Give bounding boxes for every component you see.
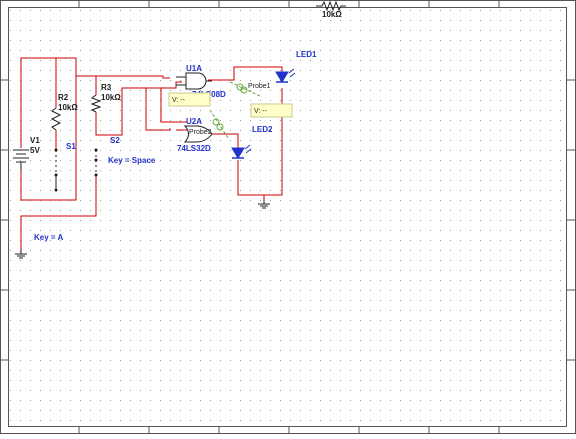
probe1-readout [250,103,293,118]
led2[interactable]: LED2 [231,125,273,159]
probe2-name: Probe2 [189,129,212,136]
probe1[interactable]: Probe1 V: -- [229,81,293,118]
battery-ref: V1 [30,136,40,145]
ground-left [15,250,27,259]
top-resistor-value: 10kΩ [322,10,342,19]
r3-value: 10kΩ [101,93,121,102]
switch-s2[interactable]: S2 [94,136,121,177]
wires [20,57,283,250]
probe2-reading: V: -- [172,97,186,104]
switch-s1[interactable]: S1 [54,142,77,192]
key-a-label: Key = A [34,233,63,242]
probe1-name: Probe1 [248,83,271,90]
gate-u2a[interactable]: U2A 74LS32D [177,117,213,153]
grid [9,8,566,426]
u2-ref: U2A [186,117,202,126]
r2-value: 10kΩ [58,103,78,112]
top-resistor[interactable]: 10kΩ [316,0,346,19]
led1[interactable]: LED1 [275,50,317,83]
battery-value: 5V [30,146,40,155]
u1-ref: U1A [186,64,202,73]
s2-ref: S2 [110,136,120,145]
u2-part: 74LS32D [177,144,211,153]
r3-ref: R3 [101,83,112,92]
r2-ref: R2 [58,93,69,102]
key-space-label: Key = Space [108,156,156,165]
probe2-readout [168,92,211,107]
probe1-reading: V: -- [254,108,268,115]
probe2[interactable]: Probe2 V: -- [168,92,229,139]
ground-right [258,200,270,209]
s1-ref: S1 [66,142,76,151]
wire-battery-loop [20,57,77,201]
resistor-r2[interactable]: R2 10kΩ [50,93,78,131]
resistor-r3[interactable]: R3 10kΩ [90,83,121,113]
battery-v1[interactable]: V1 5V [13,136,40,170]
led1-ref: LED1 [296,50,317,59]
led2-ref: LED2 [252,125,273,134]
